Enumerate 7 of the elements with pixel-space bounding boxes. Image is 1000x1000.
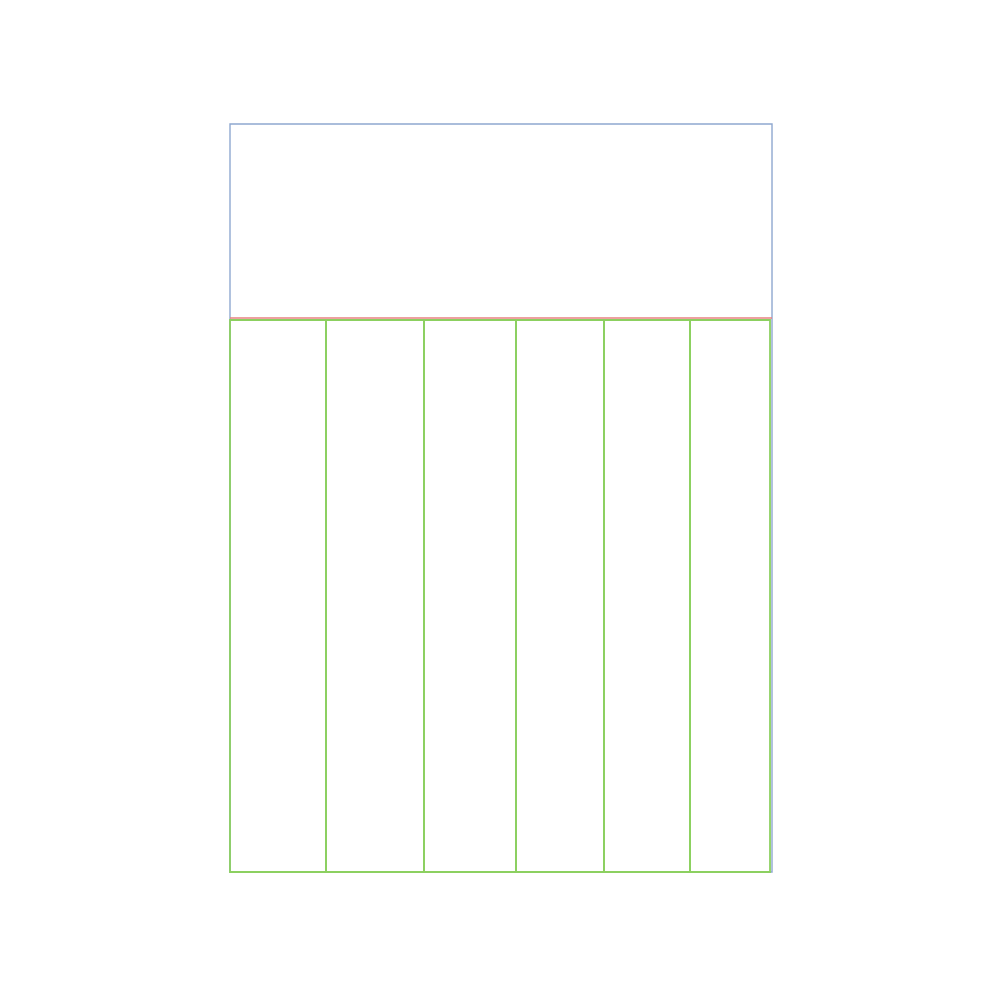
column-box [325,319,425,873]
column-box [689,319,771,873]
frame-box [229,123,773,873]
column-box [515,319,605,873]
column-box [229,319,327,873]
column-box [423,319,517,873]
column-box [603,319,691,873]
